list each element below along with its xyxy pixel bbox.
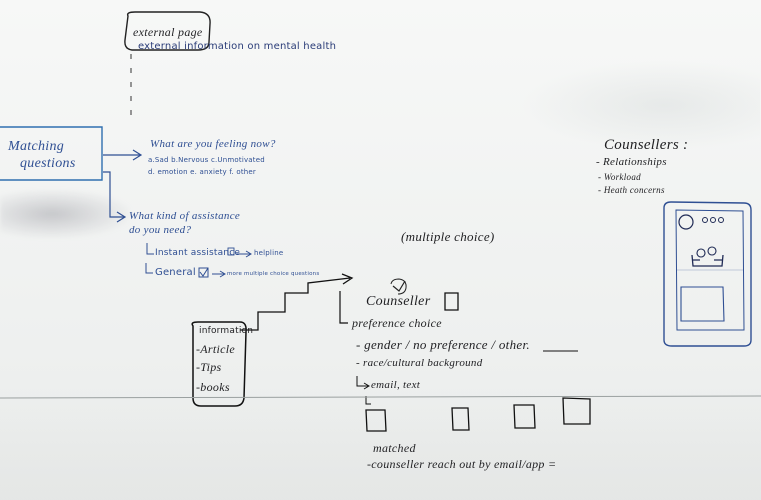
- q2-question-line1: What kind of assistance: [129, 210, 241, 222]
- general-arrow: [212, 270, 226, 278]
- square-3: [513, 404, 536, 429]
- square-1: [365, 409, 387, 432]
- phone-inner: [675, 209, 745, 331]
- arrow-q2: [103, 171, 127, 223]
- preference-bracket: [339, 291, 348, 324]
- phone-dot-1: [702, 217, 708, 223]
- information-item-books: -books: [196, 380, 230, 394]
- arrow-q1: [103, 149, 143, 161]
- general-target-label: more multiple choice questions: [227, 271, 320, 277]
- email-bracket: [356, 376, 370, 390]
- multiple-choice-note: (multiple choice): [401, 229, 495, 244]
- counsellors-item-relationships: - Relationships: [596, 156, 667, 168]
- phone-content-box: [680, 286, 725, 322]
- phone-crown-icon: [691, 254, 724, 267]
- general-checkbox: [198, 267, 209, 278]
- glare-patch: [520, 60, 760, 150]
- matched-label: matched: [373, 441, 416, 455]
- instant-target-label: helpline: [254, 249, 284, 257]
- q1-question: What are you feeling now?: [150, 138, 276, 150]
- small-l-mark: [365, 396, 371, 405]
- reach-out-label: -counseller reach out by email/app =: [367, 457, 557, 471]
- phone-head-1: [696, 248, 706, 258]
- phone-head-2: [707, 246, 717, 256]
- counsellor-label: Counseller: [366, 294, 431, 309]
- counsellors-item-health: - Heath concerns: [598, 185, 665, 195]
- counsellors-title: Counsellers :: [604, 137, 689, 153]
- contact-option: email, text: [371, 379, 421, 391]
- counsellor-check-mark: [392, 280, 406, 292]
- instant-assistance-label: Instant assistance: [155, 248, 241, 258]
- q1-options-row2: d. emotion e. anxiety f. other: [148, 168, 256, 176]
- instant-arrow: [236, 250, 252, 258]
- counsellor-check-circle: [390, 278, 407, 295]
- general-check: [199, 267, 209, 277]
- eraser-smudge: [0, 190, 130, 238]
- race-option: - race/cultural background: [356, 357, 483, 369]
- square-2: [451, 407, 470, 431]
- square-4: [562, 397, 591, 425]
- board-shadow: [0, 400, 761, 500]
- external-page-title: external page: [133, 25, 203, 39]
- matching-questions-box: [0, 126, 103, 181]
- matching-box-line2: questions: [20, 156, 76, 171]
- instant-bracket: [146, 243, 154, 255]
- counsellor-checkbox: [444, 292, 459, 311]
- information-item-article: -Article: [196, 342, 236, 356]
- instant-checkbox: [227, 247, 235, 256]
- preference-choice-label: preference choice: [352, 316, 442, 330]
- external-page-box: [124, 11, 211, 51]
- general-label: General: [155, 267, 196, 278]
- phone-dot-2: [710, 217, 716, 223]
- information-item-tips: -Tips: [196, 360, 222, 374]
- gender-option: - gender / no preference / other.: [356, 337, 530, 352]
- information-box: [191, 321, 247, 407]
- phone-avatar: [678, 214, 694, 230]
- matching-box-line1: Matching: [8, 139, 65, 154]
- external-page-subtitle: external information on mental health: [138, 41, 337, 52]
- board-seam: [0, 395, 761, 399]
- phone-dot-3: [718, 217, 724, 223]
- q2-question-line2: do you need?: [129, 224, 192, 236]
- information-title: information: [199, 326, 254, 336]
- counsellors-item-workload: - Workload: [598, 172, 641, 182]
- general-bracket: [145, 263, 153, 274]
- phone-outline: [663, 201, 752, 347]
- stair-connector: [240, 273, 354, 331]
- q1-options-row1: a.Sad b.Nervous c.Unmotivated: [148, 156, 265, 164]
